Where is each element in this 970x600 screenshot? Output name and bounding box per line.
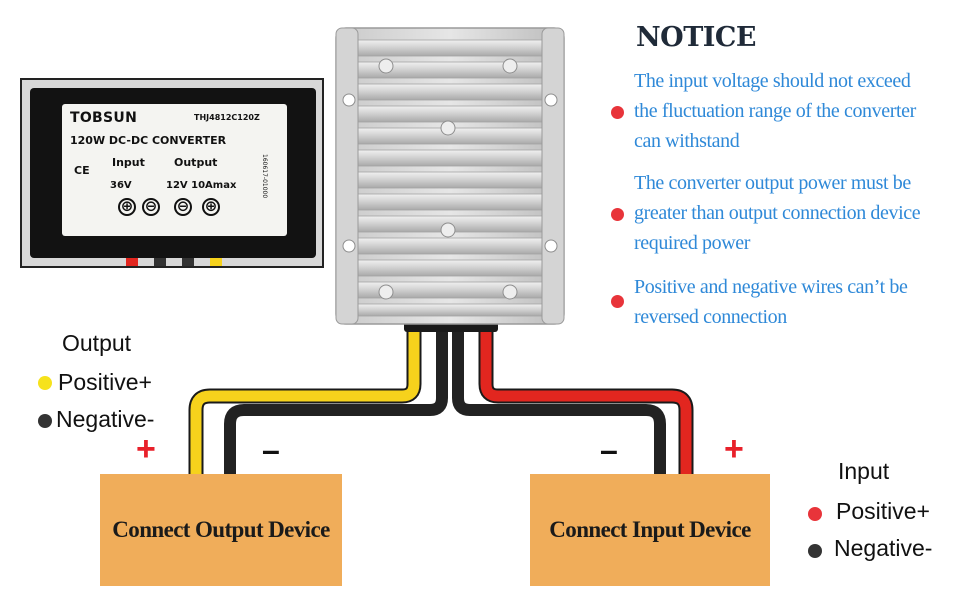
notice-line: greater than output connection device <box>634 202 921 224</box>
notice-title: NOTICE <box>636 22 757 53</box>
notice-line: The converter output power must be <box>634 172 911 194</box>
label-title: 120W DC-DC CONVERTER <box>70 134 227 147</box>
output-device-box: Connect Output Device <box>100 474 342 586</box>
yellow-dot-icon <box>38 376 52 390</box>
photo-wire-red <box>126 258 138 266</box>
wire-black-output-negative <box>224 326 448 476</box>
notice-item-2: The converter output power must be great… <box>634 168 969 258</box>
converter-label-photo: TOBSUN THJ4812C120Z 120W DC-DC CONVERTER… <box>20 78 324 268</box>
black-dot-icon <box>38 414 52 428</box>
notice-line: can withstand <box>634 130 740 152</box>
plus-terminal-icon: ⊕ <box>202 198 220 216</box>
wire-black-input-negative <box>452 326 666 476</box>
notice-line: reversed connection <box>634 306 787 328</box>
photo-wire-yellow <box>210 258 222 266</box>
label-brand: TOBSUN <box>70 110 138 126</box>
minus-terminal-icon: ⊖ <box>142 198 160 216</box>
label-output-spec: 12V 10Amax <box>166 180 237 191</box>
notice-line: Positive and negative wires can’t be <box>634 276 908 298</box>
label-serial: 160617-01000 <box>261 154 268 199</box>
photo-wire-black <box>154 258 166 266</box>
input-plus-sign: + <box>724 430 744 468</box>
notice-line: the fluctuation range of the converter <box>634 100 916 122</box>
notice-line: required power <box>634 232 751 254</box>
input-device-box: Connect Input Device <box>530 474 770 586</box>
spec-label: TOBSUN THJ4812C120Z 120W DC-DC CONVERTER… <box>62 104 287 236</box>
output-minus-sign: – <box>262 432 280 468</box>
output-legend-title: Output <box>62 330 132 356</box>
ce-mark: CE <box>74 164 90 177</box>
label-model: THJ4812C120Z <box>194 113 260 122</box>
wire-yellow-output-positive <box>188 326 422 476</box>
label-output: Output <box>174 156 218 169</box>
input-legend-title: Input <box>838 458 890 484</box>
plus-terminal-icon: ⊕ <box>118 198 136 216</box>
bullet-icon <box>611 106 624 119</box>
output-plus-sign: + <box>136 430 156 468</box>
red-dot-icon <box>808 507 822 521</box>
converter-heatsink <box>335 27 565 325</box>
label-input: Input <box>112 156 145 169</box>
bullet-icon <box>611 295 624 308</box>
photo-wire-black <box>182 258 194 266</box>
minus-terminal-icon: ⊖ <box>174 198 192 216</box>
output-legend-negative: Negative- <box>56 406 155 432</box>
notice-line: The input voltage should not exceed <box>634 70 911 92</box>
output-legend-positive: Positive+ <box>58 369 152 395</box>
input-legend-negative: Negative- <box>834 535 933 561</box>
bullet-icon <box>611 208 624 221</box>
input-minus-sign: – <box>600 432 618 468</box>
input-legend-positive: Positive+ <box>836 498 930 524</box>
notice-item-1: The input voltage should not exceed the … <box>634 66 969 156</box>
notice-item-3: Positive and negative wires can’t be rev… <box>634 272 969 332</box>
label-input-voltage: 36V <box>110 180 132 191</box>
black-dot-icon <box>808 544 822 558</box>
wire-red-input-positive <box>478 326 694 476</box>
